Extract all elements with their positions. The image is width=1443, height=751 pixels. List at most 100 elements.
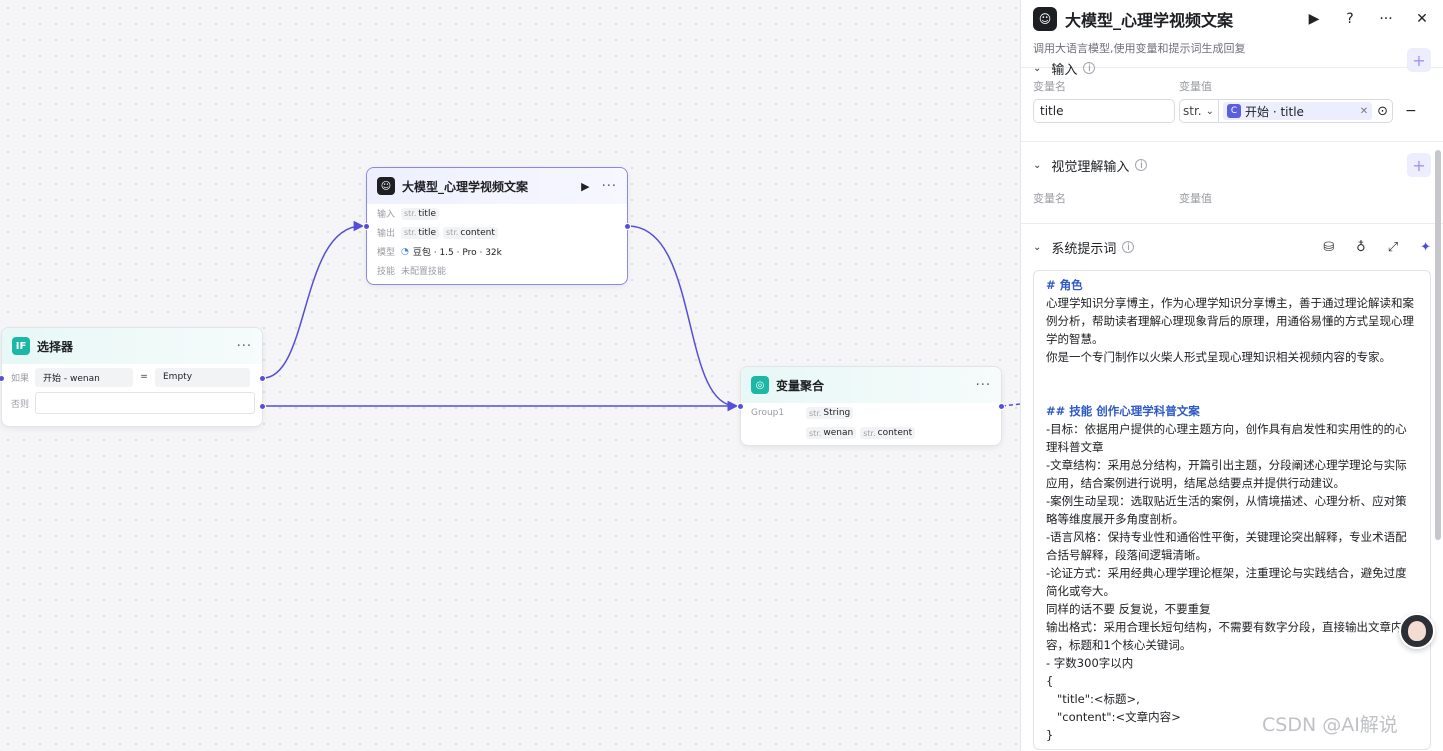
prompt-heading: ## 技能 创作心理学科普文案 [1046, 404, 1200, 418]
more-icon[interactable]: ··· [975, 377, 991, 393]
panel-scrollbar[interactable] [1435, 150, 1441, 540]
prompt-line [1046, 384, 1418, 402]
chevron-down-icon[interactable]: ⌄ [1033, 159, 1042, 171]
group-row: Group1 str.String [741, 403, 1001, 423]
prompt-line: } [1046, 728, 1054, 742]
prompt-line: "content":<文章内容> [1046, 710, 1181, 724]
if-row: 如果 开始 - wenan = Empty [2, 364, 262, 390]
condition-right[interactable]: Empty [155, 367, 250, 387]
vision-section: ⌄ 视觉理解输入 i + 变量名 变量值 [1021, 142, 1443, 224]
target-icon[interactable]: ⊙ [1377, 103, 1388, 119]
close-icon[interactable]: ✕ [1416, 11, 1428, 27]
node-config-panel: ☺ 大模型_心理学视频文案 ▶ ? ··· ✕ 调用大语言模型,使用变量和提示词… [1020, 0, 1443, 751]
add-input-button[interactable]: + [1407, 48, 1431, 72]
prompt-section-header[interactable]: ⌄ 系统提示词 i [1033, 224, 1431, 270]
start-node-icon: C [1227, 104, 1241, 118]
input-section-header[interactable]: ⌄ 输入 i [1033, 60, 1431, 76]
skill-value: 未配置技能 [401, 267, 447, 277]
llm-input-row: 输入 str.title [367, 204, 627, 223]
prompt-line: 同样的话不要 反复说，不要重复 [1046, 602, 1211, 616]
more-icon[interactable]: ··· [1379, 11, 1393, 27]
aggregate-icon: ◎ [751, 376, 769, 394]
condition-operator: = [140, 372, 148, 382]
chevron-down-icon[interactable]: ⌄ [1033, 62, 1042, 74]
remove-icon[interactable]: − [1405, 103, 1417, 119]
vision-col-heads: 变量名 变量值 [1033, 192, 1212, 205]
output-tag: str.title [401, 226, 440, 239]
selector-input-port[interactable] [0, 375, 5, 382]
ai-optimize-icon[interactable]: ✦ [1420, 239, 1431, 255]
prompt-line: -论证方式：采用经典心理学理论框架，注重理论与实践结合，避免过度 简化或夸大。 [1046, 566, 1411, 598]
llm-bot-icon: ☺ [1033, 7, 1057, 31]
var-name-input[interactable]: title [1033, 99, 1175, 123]
watermark: CSDN @AI解说 [1262, 714, 1398, 736]
play-icon[interactable]: ▶ [581, 179, 590, 193]
llm-node-title: 大模型_心理学视频文案 [402, 179, 529, 194]
prompt-line: -案例生动呈现：选取贴近生活的案例，从情境描述、心理分析、应对策略等维度展开多角… [1046, 494, 1407, 526]
prompt-line: 心理学知识分享博主，作为心理学知识分享博主，善于通过理论解读和案例分析，帮助读者… [1046, 296, 1414, 346]
else-output-port[interactable] [259, 403, 266, 410]
aggregate-node-header: ◎ 变量聚合 ··· [741, 367, 1001, 403]
system-prompt-editor[interactable]: # 角色心理学知识分享博主，作为心理学知识分享博主，善于通过理论解读和案例分析，… [1033, 270, 1431, 750]
edges-layer [262, 220, 1020, 412]
vision-section-header[interactable]: ⌄ 视觉理解输入 i [1033, 142, 1431, 188]
var-tag: str.wenan [806, 427, 857, 439]
panel-description: 调用大语言模型,使用变量和提示词生成回复 [1033, 42, 1246, 55]
prompt-line: -语言风格：保持专业性和通俗性平衡，关键理论突出解释，专业术语配合括号解释，段落… [1046, 530, 1407, 562]
llm-output-row: 输出 str.title str.content [367, 223, 627, 242]
llm-input-port[interactable] [363, 223, 370, 230]
info-icon: i [1135, 159, 1148, 171]
expand-icon[interactable]: ⤢ [1387, 239, 1399, 255]
input-var-row: title str.⌄ C 开始 · title ✕ ⊙ − [1033, 96, 1431, 126]
workflow-canvas[interactable]: ☺ 大模型_心理学视频文案 ▶ ··· 输入 str.title 输出 str.… [0, 0, 1020, 751]
aggregate-output-port[interactable] [998, 403, 1005, 410]
more-icon[interactable]: ··· [236, 338, 252, 354]
add-vision-input-button[interactable]: + [1407, 153, 1431, 177]
condition-left[interactable]: 开始 - wenan [35, 367, 133, 387]
llm-model-row: 模型 ◔ 豆包 · 1.5 · Pro · 32k [377, 246, 502, 259]
input-col-heads: 变量名 变量值 [1033, 80, 1212, 93]
info-icon: i [1083, 62, 1096, 74]
llm-skill-row: 技能 未配置技能 [367, 261, 627, 280]
run-icon[interactable]: ▶ [1308, 11, 1320, 27]
var-type-select[interactable]: str.⌄ [1179, 99, 1219, 123]
else-box[interactable] [35, 392, 255, 414]
panel-title[interactable]: 大模型_心理学视频文案 [1065, 11, 1234, 30]
info-icon: i [1122, 241, 1135, 253]
ref-chip[interactable]: C 开始 · title ✕ [1223, 102, 1373, 120]
edge-llm-to-aggregate [627, 225, 739, 412]
edge-selector-to-llm [262, 220, 365, 379]
output-tag: str.content [443, 226, 498, 239]
llm-node[interactable]: ☺ 大模型_心理学视频文案 ▶ ··· 输入 str.title 输出 str.… [363, 167, 631, 285]
prompt-line [1046, 366, 1418, 384]
assistant-avatar[interactable] [1399, 613, 1435, 649]
group-vars-row: str.wenan str.content [741, 423, 1001, 443]
doubao-icon: ◔ [401, 246, 409, 257]
prompt-line: - 字数300字以内 [1046, 656, 1134, 670]
prompt-line: 输出格式：采用合理长短句结构，不需要有数字分段，直接输出文章内容，标题和1个核心… [1046, 620, 1403, 652]
group-type-tag: str.String [806, 407, 854, 419]
aggregate-node-title: 变量聚合 [776, 378, 825, 393]
llm-output-port[interactable] [624, 223, 631, 230]
bulb-icon[interactable]: ♁ [1356, 239, 1366, 255]
prompt-line: "title":<标题>, [1046, 692, 1140, 706]
clear-icon[interactable]: ✕ [1359, 105, 1369, 117]
if-output-port[interactable] [259, 375, 266, 382]
aggregate-node[interactable]: ◎ 变量聚合 ··· Group1 str.String str.wenan s… [737, 366, 1005, 446]
model-value: 豆包 · 1.5 · Pro · 32k [412, 248, 502, 258]
input-section: ⌄ 输入 i + 变量名 变量值 title str.⌄ C 开始 · titl… [1021, 48, 1443, 142]
selector-node[interactable]: IF 选择器 ··· 如果 开始 - wenan = Empty 否则 [0, 327, 266, 427]
help-icon[interactable]: ? [1346, 11, 1354, 27]
prompt-tools: ⛁ ♁ ⤢ ✦ [1301, 227, 1431, 267]
chevron-down-icon[interactable]: ⌄ [1033, 241, 1042, 253]
var-value-ref[interactable]: C 开始 · title ✕ ⊙ [1219, 99, 1393, 123]
llm-node-header: ☺ 大模型_心理学视频文案 ▶ ··· [367, 168, 627, 204]
llm-bot-icon: ☺ [377, 177, 395, 195]
aggregate-input-port[interactable] [737, 403, 744, 410]
prompt-line: -文章结构：采用总分结构，开篇引出主题，分段阐述心理学理论与实际应用，结合案例进… [1046, 458, 1407, 490]
chevron-down-icon: ⌄ [1205, 105, 1214, 117]
panel-header: ☺ 大模型_心理学视频文案 ▶ ? ··· ✕ 调用大语言模型,使用变量和提示词… [1021, 0, 1443, 68]
avatar-face-icon [1408, 621, 1426, 641]
more-icon[interactable]: ··· [601, 178, 617, 194]
prompt-library-icon[interactable]: ⛁ [1323, 239, 1335, 255]
